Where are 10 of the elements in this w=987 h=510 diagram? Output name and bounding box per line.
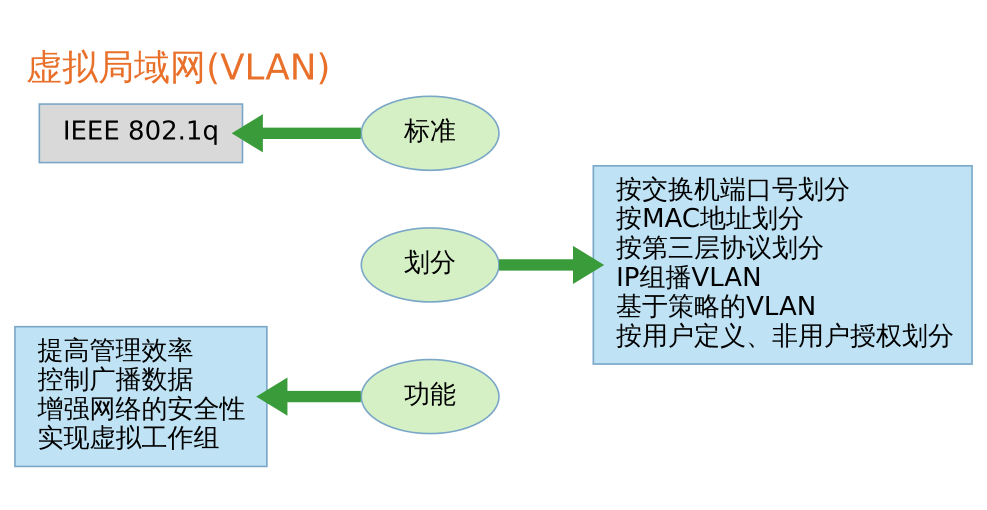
arrow [232, 114, 361, 152]
node-ellipse: 标准 [360, 94, 500, 171]
arrow [499, 245, 604, 284]
node-box: 按交换机端口号划分 按MAC地址划分 按第三层协议划分 IP组播VLAN 基于策略的VLAN 按用户定义、非用户授权划分 [592, 164, 973, 364]
node-box: 提高管理效率 控制广播数据 增强网络的安全性 实现虚拟工作组 [14, 325, 268, 467]
arrow [256, 377, 361, 416]
diagram-title: 虚拟局域网(VLAN) [26, 47, 330, 88]
node-ellipse: 划分 [360, 226, 500, 302]
node-box: IEEE 802.1q [38, 102, 244, 163]
node-ellipse: 功能 [360, 358, 500, 434]
